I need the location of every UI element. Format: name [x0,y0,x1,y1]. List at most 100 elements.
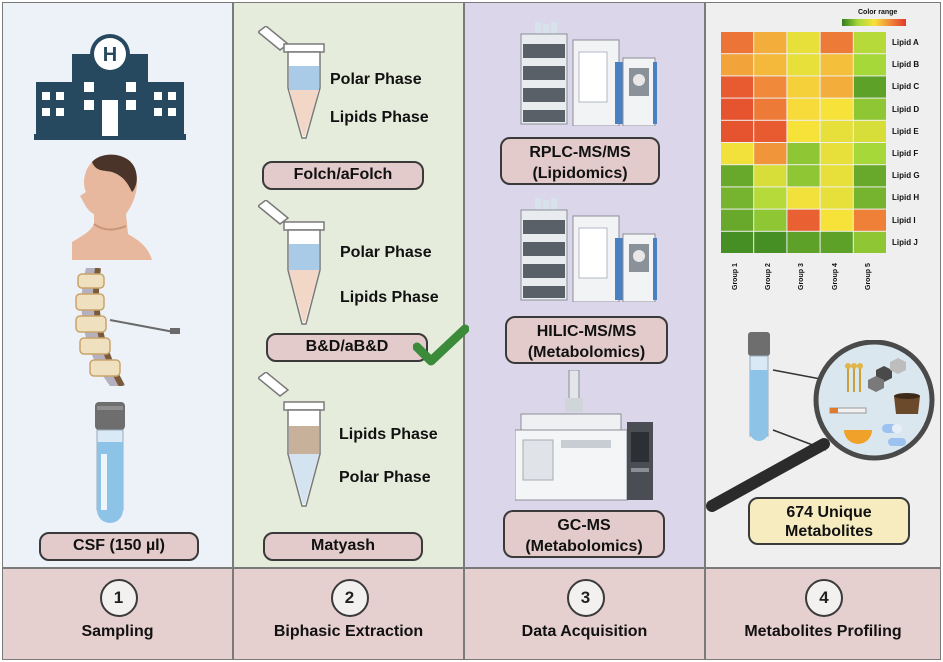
heatmap-cell [721,165,754,187]
bd-top-phase: Polar Phase [340,244,432,261]
magnifying-glass-icon [706,340,935,512]
step-3-number: 3 [566,579,605,617]
heatmap-cell [853,54,886,76]
heatmap-cell [721,187,754,209]
lipid-heatmap [721,32,886,253]
bd-method-label: B&D/aB&D [266,333,428,362]
hospital-icon: H [34,34,186,140]
folch-top-phase: Polar Phase [330,71,422,88]
step-4-number: 4 [805,579,843,617]
heatmap-legend-title: Color range [858,9,898,16]
heatmap-cell [853,165,886,187]
heatmap-cell [787,143,820,165]
heatmap-cell [820,209,853,231]
heatmap-col-label: Group 4 [831,263,839,290]
heatmap-row-label: Lipid A [892,38,919,47]
heatmap-cell [721,143,754,165]
heatmap-cell [721,54,754,76]
heatmap-cell [754,187,787,209]
heatmap-cell [754,143,787,165]
hilic-instrument-icon [520,198,657,302]
result-label: 674 Unique Metabolites [748,497,910,545]
heatmap-cell [787,32,820,54]
heatmap-cell [820,187,853,209]
heatmap-cell [721,231,754,253]
csf-tube-icon [95,402,125,523]
step-2-number: 2 [330,579,369,617]
heatmap-col-label: Group 3 [798,263,806,290]
folch-method-label: Folch/aFolch [262,161,424,190]
heatmap-cell [754,76,787,98]
hilic-method-label: HILIC-MS/MS (Metabolomics) [505,316,668,364]
heatmap-cell [787,165,820,187]
step-1-label: Sampling [81,623,154,640]
heatmap-col-label: Group 1 [732,263,739,290]
heatmap-cell [820,231,853,253]
step-1-number: 1 [99,579,138,617]
heatmap-cell [853,98,886,120]
bd-bottom-phase: Lipids Phase [340,289,439,306]
heatmap-cell [853,120,886,142]
rplc-method-type: (Lipidomics) [532,165,628,182]
heatmap-cell [853,187,886,209]
folch-tube-icon [258,26,325,139]
heatmap-cell [721,76,754,98]
heatmap-row-label: Lipid B [892,60,920,70]
result-count: 674 Unique [786,504,872,521]
step-4: 4 Metabolites Profiling [705,568,941,660]
heatmap-cell [787,187,820,209]
matyash-method-label: Matyash [263,532,423,561]
heatmap-row-label: Lipid G [892,171,920,181]
heatmap-cell [787,98,820,120]
svg-text:H: H [103,44,117,66]
step-2-label: Biphasic Extraction [273,623,424,640]
heatmap-row-label: Lipid H [892,193,920,203]
step-3-label: Data Acquisition [521,623,648,640]
lc-ms-instrument-icon [520,22,657,126]
heatmap-row-label: Lipid C [892,82,920,92]
heatmap-cell [820,143,853,165]
result-unit: Metabolites [784,523,873,540]
heatmap-cell [754,54,787,76]
heatmap-cell [820,98,853,120]
vial-icon [748,332,770,441]
heatmap-cell [853,231,886,253]
sample-volume-label: CSF (150 µl) [39,532,199,561]
heatmap-cell [820,32,853,54]
heatmap-legend-bar [842,19,906,26]
checkmark-icon [413,324,469,366]
heatmap-cell [754,165,787,187]
heatmap-cell [787,120,820,142]
heatmap-row-label: Lipid D [892,104,920,114]
gc-ms-instrument-icon [515,370,653,501]
gc-method-type: (Metabolomics) [525,538,643,555]
heatmap-row-label: Lipid E [892,126,919,136]
heatmap-cell [721,209,754,231]
matyash-bottom-phase: Polar Phase [339,469,431,486]
heatmap-cell [853,143,886,165]
heatmap-col-label: Group 2 [765,263,773,290]
patient-head-icon [72,154,152,260]
folch-bottom-phase: Lipids Phase [330,109,429,126]
matyash-top-phase: Lipids Phase [339,426,438,443]
heatmap-cell [820,165,853,187]
heatmap-row-label: Lipid J [892,237,918,247]
gc-method-label: GC-MS (Metabolomics) [503,510,665,558]
heatmap-row-label: Lipid F [892,149,919,158]
rplc-method-label: RPLC-MS/MS (Lipidomics) [500,137,660,185]
heatmap-cell [754,32,787,54]
heatmap-cell [787,76,820,98]
extraction-panel [233,2,464,568]
hilic-method-type: (Metabolomics) [527,344,646,361]
heatmap-cell [820,76,853,98]
heatmap-cell [820,120,853,142]
heatmap-cell [754,120,787,142]
heatmap-cell [787,54,820,76]
heatmap-cell [787,231,820,253]
step-3: 3 Data Acquisition [464,568,705,660]
matyash-tube-icon [258,372,325,507]
heatmap-cell [853,76,886,98]
heatmap-cell [754,98,787,120]
heatmap-cell [787,209,820,231]
hilic-method-name: HILIC-MS/MS [536,323,637,340]
